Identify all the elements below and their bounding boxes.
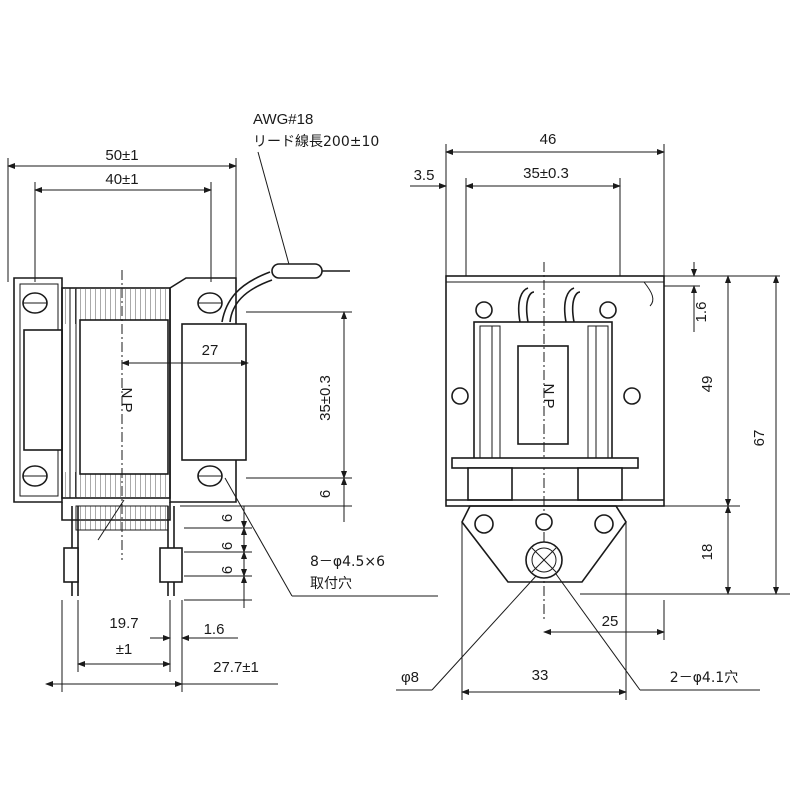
dim-40: 40±1 — [34, 171, 212, 282]
left-coil-marking: N P — [118, 387, 135, 412]
dim-1-6-left-label: 1.6 — [204, 621, 225, 638]
dim-35-right-label: 35±0.3 — [523, 165, 569, 182]
coil-windings — [62, 288, 170, 498]
dim-35-label: 35±0.3 — [317, 375, 334, 421]
dim-1-6-right-label: 1.6 — [693, 302, 710, 323]
dim-33-label: 33 — [532, 667, 549, 684]
mount-holes-label-2: 取付穴 — [310, 576, 352, 592]
dim-6-b-label: 6 — [219, 514, 236, 522]
right-coil-marking: N P — [540, 383, 557, 408]
mount-holes-label: 8－φ4.5×6 — [310, 554, 385, 570]
dim-19-7-tol-label: ±1 — [116, 641, 133, 658]
lead-length-label: リード線長200±10 — [253, 134, 379, 150]
dim-25-label: 25 — [602, 613, 619, 630]
dim-49-label: 49 — [699, 376, 716, 393]
dim-27-label: 27 — [202, 342, 219, 359]
left-view: 50±1 40±1 AWG#18 リード線長200±10 N P — [7, 111, 438, 692]
dim-6-c-label: 6 — [219, 542, 236, 550]
dim-6-d-label: 6 — [219, 566, 236, 574]
dim-19-7-label: 19.7 — [109, 615, 138, 632]
lead-gauge-label: AWG#18 — [253, 111, 313, 128]
dim-6-a-label: 6 — [317, 490, 334, 498]
dim-46-label: 46 — [540, 131, 557, 148]
dim-67-label: 67 — [751, 430, 768, 447]
dim-27-7-label: 27.7±1 — [213, 659, 259, 676]
dim-50: 50±1 — [7, 147, 237, 282]
dim-40-label: 40±1 — [105, 171, 138, 188]
phi-8-label: φ8 — [401, 669, 419, 686]
dim-18-label: 18 — [699, 544, 716, 561]
right-view: 46 35±0.3 3.5 N P — [396, 131, 790, 700]
holes-2-label: 2－φ4.1穴 — [670, 670, 738, 686]
dim-50-label: 50±1 — [105, 147, 138, 164]
dim-3-5-label: 3.5 — [414, 167, 435, 184]
